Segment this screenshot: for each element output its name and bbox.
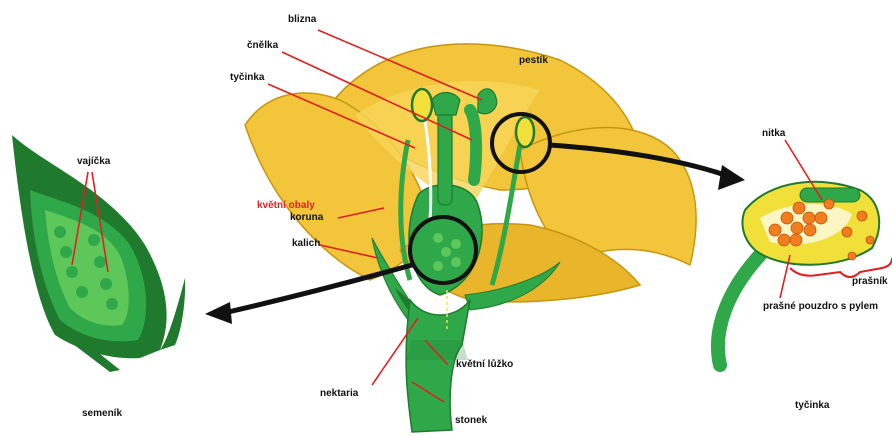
label-koruna: koruna [290, 212, 323, 224]
label-kvetni-obaly: květní obaly [257, 200, 315, 212]
label-kalich: kalich [292, 238, 320, 250]
arrow-left-icon [228, 265, 412, 312]
label-prasne-pouzdro: prašné pouzdro s pylem [763, 301, 878, 313]
label-nitka: nitka [762, 128, 785, 140]
label-tycinka: tyčinka [230, 72, 264, 84]
label-kvetni-luzko: květní lůžko [456, 359, 513, 371]
label-stonek: stonek [455, 415, 487, 427]
label-nektaria: nektaria [320, 388, 358, 400]
ovary-inset [12, 135, 185, 372]
label-prasnik: prašník [852, 276, 888, 288]
label-blizna: blizna [288, 14, 316, 26]
label-pestik: pestík [519, 55, 548, 67]
caption-semenik: semeník [82, 408, 122, 420]
caption-tycinka: tyčinka [795, 400, 829, 412]
label-cnelka: čnělka [247, 40, 278, 52]
stamen-inset [718, 182, 892, 365]
label-vajicka: vajíčka [77, 156, 110, 168]
flower [205, 44, 745, 432]
